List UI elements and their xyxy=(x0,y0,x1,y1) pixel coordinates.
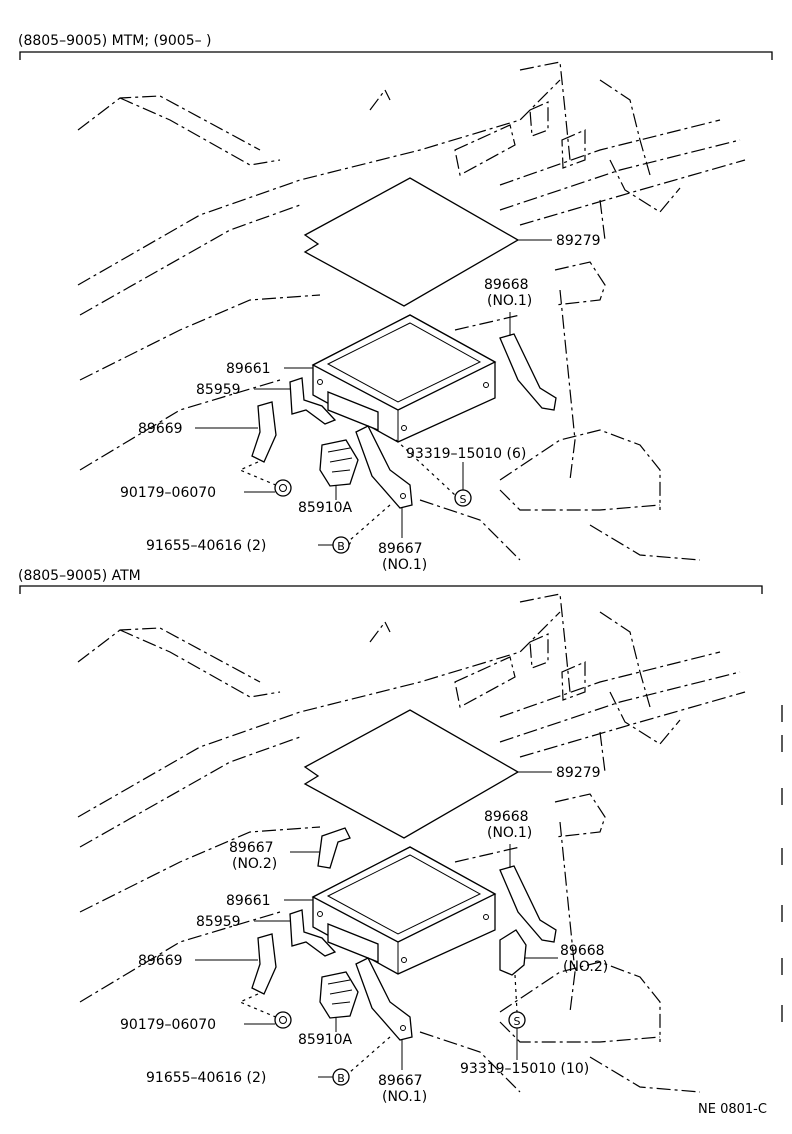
label-91655: 91655–40616 (2) xyxy=(146,538,266,554)
label-89668-b-no: (NO.1) xyxy=(487,825,532,841)
section-top: (8805–9005) MTM; (9005– ) S B 89279 8966… xyxy=(18,33,773,573)
label-93319-b: 93319–15010 (10) xyxy=(460,1061,589,1077)
label-89667-no: (NO.1) xyxy=(382,557,427,573)
label-90179-b: 90179–06070 xyxy=(120,1017,216,1033)
screw-mark-letter-bottom: S xyxy=(514,1015,521,1028)
label-89669: 89669 xyxy=(138,421,183,437)
label-89667: 89667 xyxy=(378,541,423,557)
section-bottom: (8805–9005) ATM S B 89279 89668 (NO.1) 8… xyxy=(18,568,783,1105)
label-89667-b: 89667 xyxy=(378,1073,423,1089)
label-85910a: 85910A xyxy=(298,500,353,516)
drawing-code: NE 0801-C xyxy=(698,1102,767,1117)
section-bottom-rule xyxy=(19,585,763,594)
label-89668-no: (NO.1) xyxy=(487,293,532,309)
screw-mark-top xyxy=(454,489,472,507)
bracket-89668-no2 xyxy=(499,929,527,976)
label-89279: 89279 xyxy=(556,233,601,249)
bolt-mark-letter: B xyxy=(337,540,345,553)
label-89668-no2: 89668 xyxy=(560,943,605,959)
bolt-mark-letter-bottom: B xyxy=(337,1072,345,1085)
label-89661-b: 89661 xyxy=(226,893,271,909)
bracket-89667-no2 xyxy=(317,827,351,869)
section-bottom-title: (8805–9005) ATM xyxy=(18,568,141,584)
section-top-title: (8805–9005) MTM; (9005– ) xyxy=(18,33,212,49)
label-85959: 85959 xyxy=(196,382,241,398)
label-89669-b: 89669 xyxy=(138,953,183,969)
label-89668-b: 89668 xyxy=(484,809,529,825)
label-93319: 93319–15010 (6) xyxy=(406,446,526,462)
label-89667-no2: 89667 xyxy=(229,840,274,856)
label-89279-b: 89279 xyxy=(556,765,601,781)
label-89667-no2-no: (NO.2) xyxy=(232,856,277,872)
label-85910a-b: 85910A xyxy=(298,1032,353,1048)
label-91655-b: 91655–40616 (2) xyxy=(146,1070,266,1086)
label-90179: 90179–06070 xyxy=(120,485,216,501)
section-top-rule xyxy=(19,51,773,60)
bolt-mark-bottom xyxy=(332,1068,350,1086)
label-89667-b-no: (NO.1) xyxy=(382,1089,427,1105)
label-89668-no2-no: (NO.2) xyxy=(563,959,608,975)
bolt-mark-top xyxy=(332,536,350,554)
label-89661: 89661 xyxy=(226,361,271,377)
label-89668: 89668 xyxy=(484,277,529,293)
label-85959-b: 85959 xyxy=(196,914,241,930)
screw-mark-letter: S xyxy=(460,493,467,506)
